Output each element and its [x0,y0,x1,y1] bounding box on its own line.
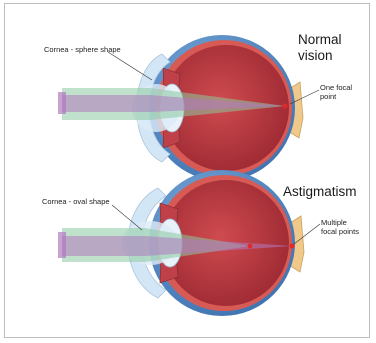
multiple-focal-points-line2: focal points [321,227,359,236]
focal-point [248,244,253,249]
focal-point [289,243,294,248]
normal-vision-title-line2: vision [298,48,342,64]
leader-line [108,52,152,80]
cornea-oval-label: Cornea - oval shape [42,197,110,206]
normal-vision-title: Normal vision [298,32,342,63]
cornea-sphere-label: Cornea - sphere shape [44,45,121,54]
normal-focal-point [282,103,287,108]
beam-purple-edge [58,232,66,258]
one-focal-point-line2: point [320,92,352,101]
multiple-focal-points-label: Multiple focal points [321,218,359,237]
focal-point [282,103,287,108]
beam-purple-edge [58,92,66,114]
normal-vision-title-line1: Normal [298,32,342,48]
one-focal-point-line1: One focal [320,83,352,92]
multiple-focal-points-line1: Multiple [321,218,359,227]
astigmatism-title: Astigmatism [283,184,357,200]
one-focal-point-label: One focal point [320,83,352,102]
